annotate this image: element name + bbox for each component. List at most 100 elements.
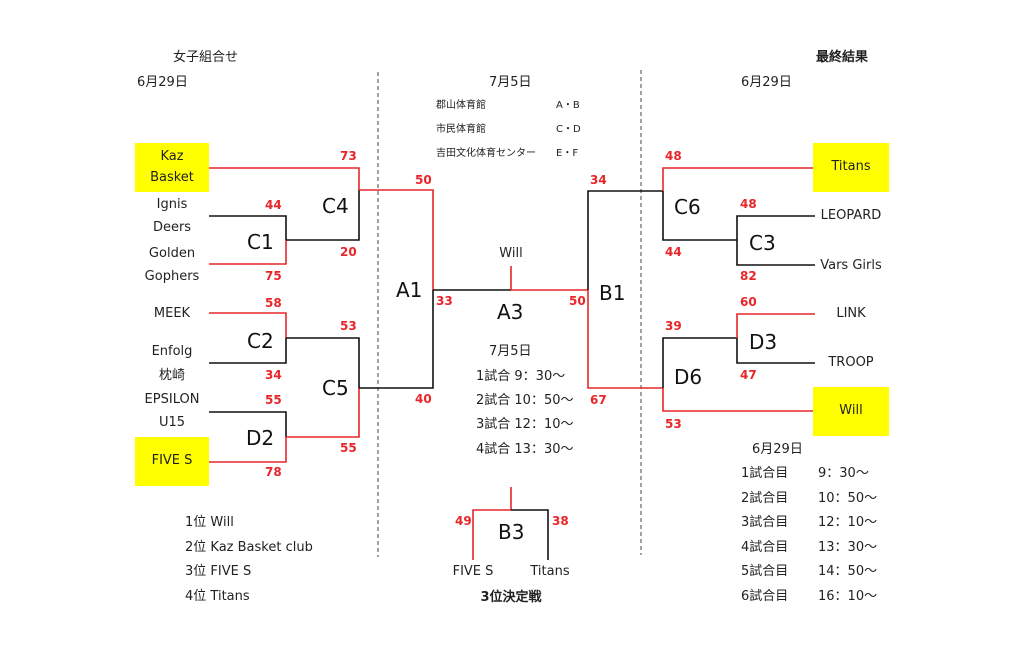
- ranking-3-rank: 3位: [185, 564, 207, 579]
- left-date: 6月29日: [137, 75, 188, 90]
- ranking-2-team: Kaz Basket club: [210, 540, 313, 555]
- team-enfolg: Enfolg: [151, 344, 193, 359]
- center-date: 7月5日: [489, 75, 532, 90]
- third-place-left-team: FIVE S: [452, 564, 494, 579]
- score-c1-bottom: 75: [265, 269, 282, 283]
- team-fives: FIVE S: [151, 453, 193, 469]
- right-schedule-date: 6月29日: [752, 442, 803, 457]
- match-d3: D3: [749, 330, 778, 354]
- match-d2: D2: [246, 426, 275, 450]
- center-schedule-game-3: 3試合 12：10～: [476, 417, 574, 432]
- score-c6-bottom: 44: [665, 245, 682, 259]
- match-c3: C3: [749, 231, 776, 255]
- ranking-4-rank: 4位: [185, 589, 207, 604]
- ranking-2-rank: 2位: [185, 540, 207, 555]
- score-c2-bottom: 34: [265, 368, 282, 382]
- right-schedule-time-6: 16：10～: [818, 589, 878, 604]
- line-d3-top: [736, 313, 815, 338]
- right-schedule-time-3: 12：10～: [818, 515, 878, 530]
- center-schedule-game-2: 2試合 10：50～: [476, 393, 574, 408]
- line-c1-bottom: [209, 240, 287, 265]
- score-c1-top: 44: [265, 198, 282, 212]
- line-c6-top: [662, 167, 815, 191]
- score-a1-top: 50: [415, 173, 432, 187]
- ranking-1-team: Will: [210, 515, 234, 530]
- match-c6: C6: [674, 195, 701, 219]
- match-b3: B3: [498, 520, 525, 544]
- venue-3-courts: E・F: [556, 148, 579, 159]
- team-meek: MEEK: [153, 306, 191, 321]
- right-schedule-label-4: 4試合目: [741, 540, 789, 555]
- score-a3-left: 33: [436, 294, 453, 308]
- match-c5: C5: [322, 376, 349, 400]
- line-d6-bottom: [662, 388, 815, 412]
- match-d6: D6: [674, 365, 703, 389]
- venue-1-name: 郡山体育館: [436, 100, 486, 111]
- final-winner: Will: [499, 246, 523, 261]
- score-d3-top: 60: [740, 295, 757, 309]
- team-will: Will: [839, 403, 863, 419]
- line-c3-top: [736, 215, 815, 240]
- score-a3-right: 50: [569, 294, 586, 308]
- match-b1: B1: [599, 281, 626, 305]
- third-place-caption: 3位決定戦: [480, 590, 542, 605]
- line-c6-bottom: [662, 191, 737, 241]
- score-d2-bottom: 78: [265, 465, 282, 479]
- team-fives-box: FIVE S: [135, 437, 209, 486]
- score-c4-top: 73: [340, 149, 357, 163]
- line-a1-bottom: [359, 290, 434, 389]
- center-schedule-date: 7月5日: [489, 344, 532, 359]
- team-deers: Deers: [152, 220, 192, 235]
- line-d6-top: [662, 337, 737, 388]
- score-c4-bottom: 20: [340, 245, 357, 259]
- ranking-3-team: FIVE S: [210, 564, 252, 579]
- right-schedule-label-6: 6試合目: [741, 589, 789, 604]
- team-kaz-line1: Kaz: [160, 149, 184, 165]
- team-troop: TROOP: [828, 355, 874, 370]
- team-will-box: Will: [813, 387, 889, 436]
- match-a3: A3: [497, 300, 524, 324]
- team-titans-box: Titans: [813, 143, 889, 192]
- line-b3-right: [511, 509, 549, 560]
- line-c3-bottom: [736, 240, 815, 266]
- line-c2-top: [209, 312, 287, 338]
- score-b3-right: 38: [552, 514, 569, 528]
- ranking-4: 4位 Titans: [185, 590, 250, 603]
- line-c1-top: [209, 215, 287, 240]
- line-c4-top: [209, 167, 360, 190]
- match-c1: C1: [247, 230, 274, 254]
- score-d6-top: 39: [665, 319, 682, 333]
- right-schedule-label-2: 2試合目: [741, 491, 789, 506]
- score-c2-top: 58: [265, 296, 282, 310]
- line-b1-bottom: [587, 290, 663, 389]
- right-schedule-label-5: 5試合目: [741, 564, 789, 579]
- ranking-2: 2位 Kaz Basket club: [185, 541, 313, 554]
- line-b3-left: [472, 509, 511, 560]
- line-c4-bottom: [286, 190, 360, 241]
- team-golden: Golden: [148, 246, 196, 261]
- ranking-4-team: Titans: [210, 589, 250, 604]
- line-d3-bottom: [736, 338, 815, 364]
- score-c3-bottom: 82: [740, 269, 757, 283]
- score-b1-bottom: 67: [590, 393, 607, 407]
- right-schedule-time-1: 9：30～: [818, 466, 869, 481]
- score-d6-bottom: 53: [665, 417, 682, 431]
- line-c5-top: [286, 337, 360, 388]
- right-schedule-label-1: 1試合目: [741, 466, 789, 481]
- ranking-1: 1位 Will: [185, 516, 234, 529]
- venue-1-courts: A・B: [556, 100, 580, 111]
- right-schedule-time-2: 10：50～: [818, 491, 878, 506]
- score-d2-top: 55: [265, 393, 282, 407]
- team-leopard: LEOPARD: [820, 208, 882, 223]
- line-a1-top: [359, 189, 434, 290]
- ranking-3: 3位 FIVE S: [185, 565, 251, 578]
- score-b3-left: 49: [455, 514, 472, 528]
- right-schedule-label-3: 3試合目: [741, 515, 789, 530]
- team-gophers: Gophers: [144, 269, 200, 284]
- team-kaz-box: Kaz Basket: [135, 143, 209, 192]
- right-title: 最終結果: [816, 50, 869, 65]
- right-schedule-time-4: 13：30～: [818, 540, 878, 555]
- team-kaz-line2: Basket: [150, 169, 194, 185]
- team-vars: Vars Girls: [820, 258, 882, 273]
